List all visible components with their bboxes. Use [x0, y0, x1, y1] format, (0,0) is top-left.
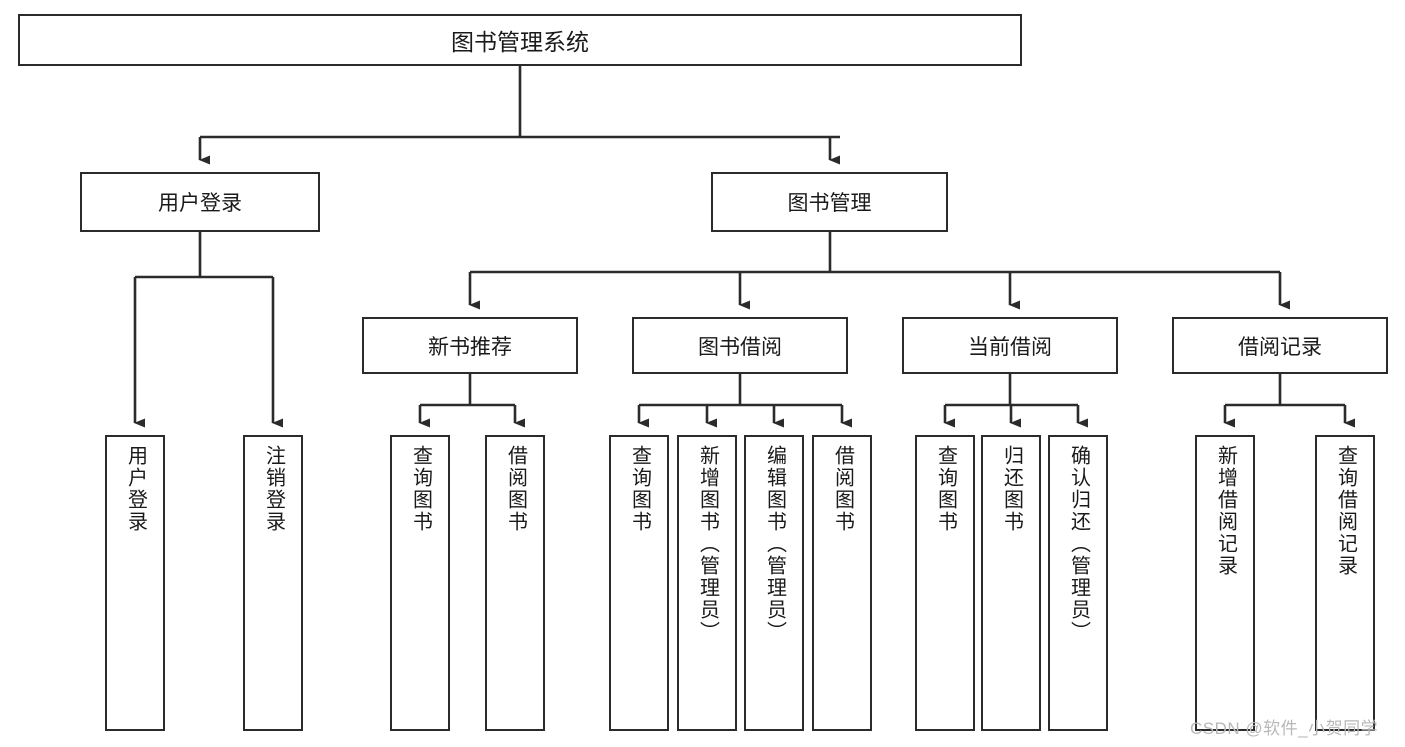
node-leaf-query-book-1[interactable]: 查询图书	[390, 435, 450, 731]
node-leaf-borrow-book-1[interactable]: 借阅图书	[485, 435, 545, 731]
node-book-manage-label: 图书管理	[787, 192, 872, 215]
node-leaf-borrow-book-2-label: 借阅图书	[831, 445, 854, 533]
csdn-watermark: CSDN @软件_小贺同学	[1190, 719, 1379, 738]
node-root-label: 图书管理系统	[451, 29, 589, 55]
node-borrow-record-label: 借阅记录	[1238, 335, 1322, 359]
node-leaf-confirm-return-label: 确认归还（管理员）	[1067, 445, 1090, 643]
node-leaf-query-book-3[interactable]: 查询图书	[915, 435, 975, 731]
node-leaf-edit-book-label: 编辑图书（管理员）	[763, 445, 786, 643]
node-leaf-borrow-book-1-label: 借阅图书	[504, 445, 527, 533]
node-leaf-return-book[interactable]: 归还图书	[981, 435, 1041, 731]
node-borrow-record[interactable]: 借阅记录	[1172, 317, 1388, 374]
node-leaf-add-book-label: 新增图书（管理员）	[696, 445, 719, 643]
node-current-borrow-label: 当前借阅	[968, 335, 1052, 359]
node-book-borrow-label: 图书借阅	[698, 335, 782, 359]
node-leaf-query-book-3-label: 查询图书	[934, 445, 957, 533]
node-user-login[interactable]: 用户登录	[80, 172, 320, 232]
node-leaf-query-book-1-label: 查询图书	[409, 445, 432, 533]
node-new-book-rec[interactable]: 新书推荐	[362, 317, 578, 374]
node-leaf-query-book-2-label: 查询图书	[628, 445, 651, 533]
node-leaf-user-login[interactable]: 用户登录	[105, 435, 165, 731]
node-leaf-add-record[interactable]: 新增借阅记录	[1195, 435, 1255, 731]
node-leaf-borrow-book-2[interactable]: 借阅图书	[812, 435, 872, 731]
node-leaf-query-record-label: 查询借阅记录	[1334, 445, 1357, 577]
node-current-borrow[interactable]: 当前借阅	[902, 317, 1118, 374]
node-leaf-edit-book[interactable]: 编辑图书（管理员）	[744, 435, 804, 731]
node-leaf-user-login-label: 用户登录	[124, 445, 147, 533]
node-leaf-add-record-label: 新增借阅记录	[1214, 445, 1237, 577]
node-leaf-query-book-2[interactable]: 查询图书	[609, 435, 669, 731]
node-user-login-label: 用户登录	[158, 192, 242, 215]
node-book-borrow[interactable]: 图书借阅	[632, 317, 848, 374]
node-book-manage[interactable]: 图书管理	[711, 172, 948, 232]
node-leaf-user-logout[interactable]: 注销登录	[243, 435, 303, 731]
node-leaf-return-book-label: 归还图书	[1000, 445, 1023, 533]
node-leaf-user-logout-label: 注销登录	[262, 445, 285, 533]
node-leaf-query-record[interactable]: 查询借阅记录	[1315, 435, 1375, 731]
node-root[interactable]: 图书管理系统	[18, 14, 1022, 66]
node-new-book-rec-label: 新书推荐	[428, 335, 512, 359]
node-leaf-confirm-return[interactable]: 确认归还（管理员）	[1048, 435, 1108, 731]
node-leaf-add-book[interactable]: 新增图书（管理员）	[677, 435, 737, 731]
